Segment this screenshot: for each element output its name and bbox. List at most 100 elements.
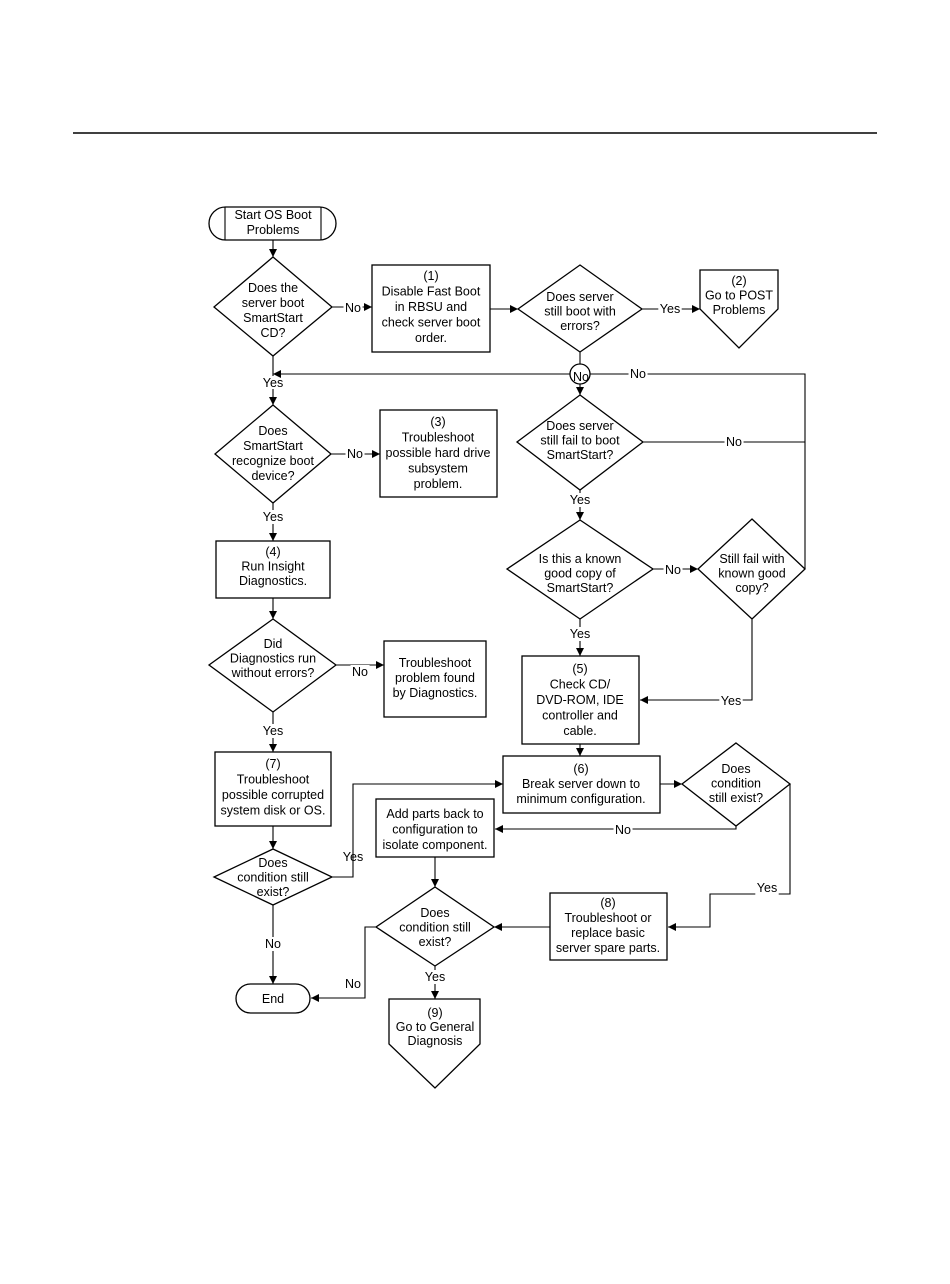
node-line: Does <box>258 856 287 870</box>
node-line: Run Insight <box>241 560 305 574</box>
edge-cond6-no <box>495 825 737 833</box>
node-line: (2) <box>731 274 746 288</box>
node-line: possible hard drive <box>386 446 491 460</box>
node-line: replace basic <box>571 926 645 940</box>
shapes <box>207 206 806 1089</box>
edge-label-background <box>628 367 648 381</box>
node-line: SmartStart <box>243 311 303 325</box>
edge-label-background <box>724 435 744 449</box>
node-line: (6) <box>573 762 588 776</box>
edge-label-background <box>350 665 370 679</box>
process-step-3 <box>379 409 498 498</box>
decision-still-boot-errors <box>516 264 644 353</box>
node-line: (4) <box>265 545 280 559</box>
label-right-loop-no: No <box>630 367 646 381</box>
node-line: problem found <box>395 671 475 685</box>
node-line: server spare parts. <box>556 941 660 955</box>
node-line: (1) <box>423 269 438 283</box>
node-line: still exist? <box>709 791 763 805</box>
node-line: SmartStart <box>243 439 303 453</box>
node-line: Does server <box>546 419 613 433</box>
process-step-5 <box>521 655 640 745</box>
node-line: Troubleshoot <box>402 431 475 445</box>
decision-condition-6 <box>680 742 792 827</box>
node-line: Start OS Boot <box>234 208 312 222</box>
process-add-parts <box>375 798 495 858</box>
node-line: Diagnostics. <box>239 574 307 588</box>
process-step-6 <box>502 755 661 814</box>
node-line: errors? <box>560 319 600 333</box>
edge-label-background <box>343 301 363 315</box>
edge-label-background <box>261 724 285 738</box>
edge-stillfail-yes <box>640 619 753 704</box>
label-known-yes: Yes <box>570 627 590 641</box>
label-cond7-yes: Yes <box>343 850 363 864</box>
node-line: condition <box>711 777 761 791</box>
node-line: Is this a known <box>539 552 622 566</box>
node-line: controller and <box>542 709 618 723</box>
node-line: problem. <box>414 477 463 491</box>
node-line: server boot <box>242 296 305 310</box>
node-line: isolate component. <box>383 838 488 852</box>
node-line: Diagnosis <box>408 1034 463 1048</box>
edge-label-background <box>345 447 365 461</box>
label-failboot-yes: Yes <box>570 493 590 507</box>
label-diag-no: No <box>352 665 368 679</box>
node-line: DVD-ROM, IDE <box>536 693 624 707</box>
edge-cond6-yes <box>668 784 791 931</box>
edge-labels: No Yes Yes No No No No Yes Yes No Yes No… <box>261 301 779 991</box>
node-line: End <box>262 992 284 1006</box>
edge-label-background <box>719 694 743 708</box>
node-line: Did <box>264 637 283 651</box>
decision-known-good <box>505 519 655 620</box>
label-known-no: No <box>665 563 681 577</box>
end-terminator <box>235 983 311 1014</box>
edge-label-background <box>658 302 682 316</box>
node-line: without errors? <box>231 666 315 680</box>
node-line: Does <box>258 424 287 438</box>
node-line: known good <box>718 567 785 581</box>
connectors <box>269 240 806 1002</box>
node-line: Does <box>420 906 449 920</box>
label-condadd-no: No <box>345 977 361 991</box>
label-errors-yes: Yes <box>660 302 680 316</box>
edge-label-background <box>613 823 633 837</box>
edge-label-background <box>261 510 285 524</box>
decision-smartstart-cd <box>212 256 334 357</box>
node-line: system disk or OS. <box>221 804 326 818</box>
decision-recognize-boot <box>213 404 333 504</box>
process-step-1 <box>371 264 491 353</box>
node-line: Still fail with <box>719 552 784 566</box>
decision-diagnostics-errors <box>207 618 338 713</box>
node-text-end: End <box>262 992 284 1006</box>
node-line: possible corrupted <box>222 788 324 802</box>
label-failboot-no: No <box>726 435 742 449</box>
decision-still-fail-boot <box>515 394 645 491</box>
offpage-step-2 <box>699 269 779 349</box>
junction-circle <box>569 363 591 385</box>
node-line: SmartStart? <box>547 448 614 462</box>
label-errors-no: No <box>573 370 589 384</box>
node-line: Does the <box>248 281 298 295</box>
label-stillfail-yes: Yes <box>721 694 741 708</box>
process-troubleshoot-diagnostics <box>383 640 487 718</box>
process-step-7 <box>214 751 332 827</box>
edge-condadd-no <box>311 926 376 1002</box>
node-line: (3) <box>430 415 445 429</box>
